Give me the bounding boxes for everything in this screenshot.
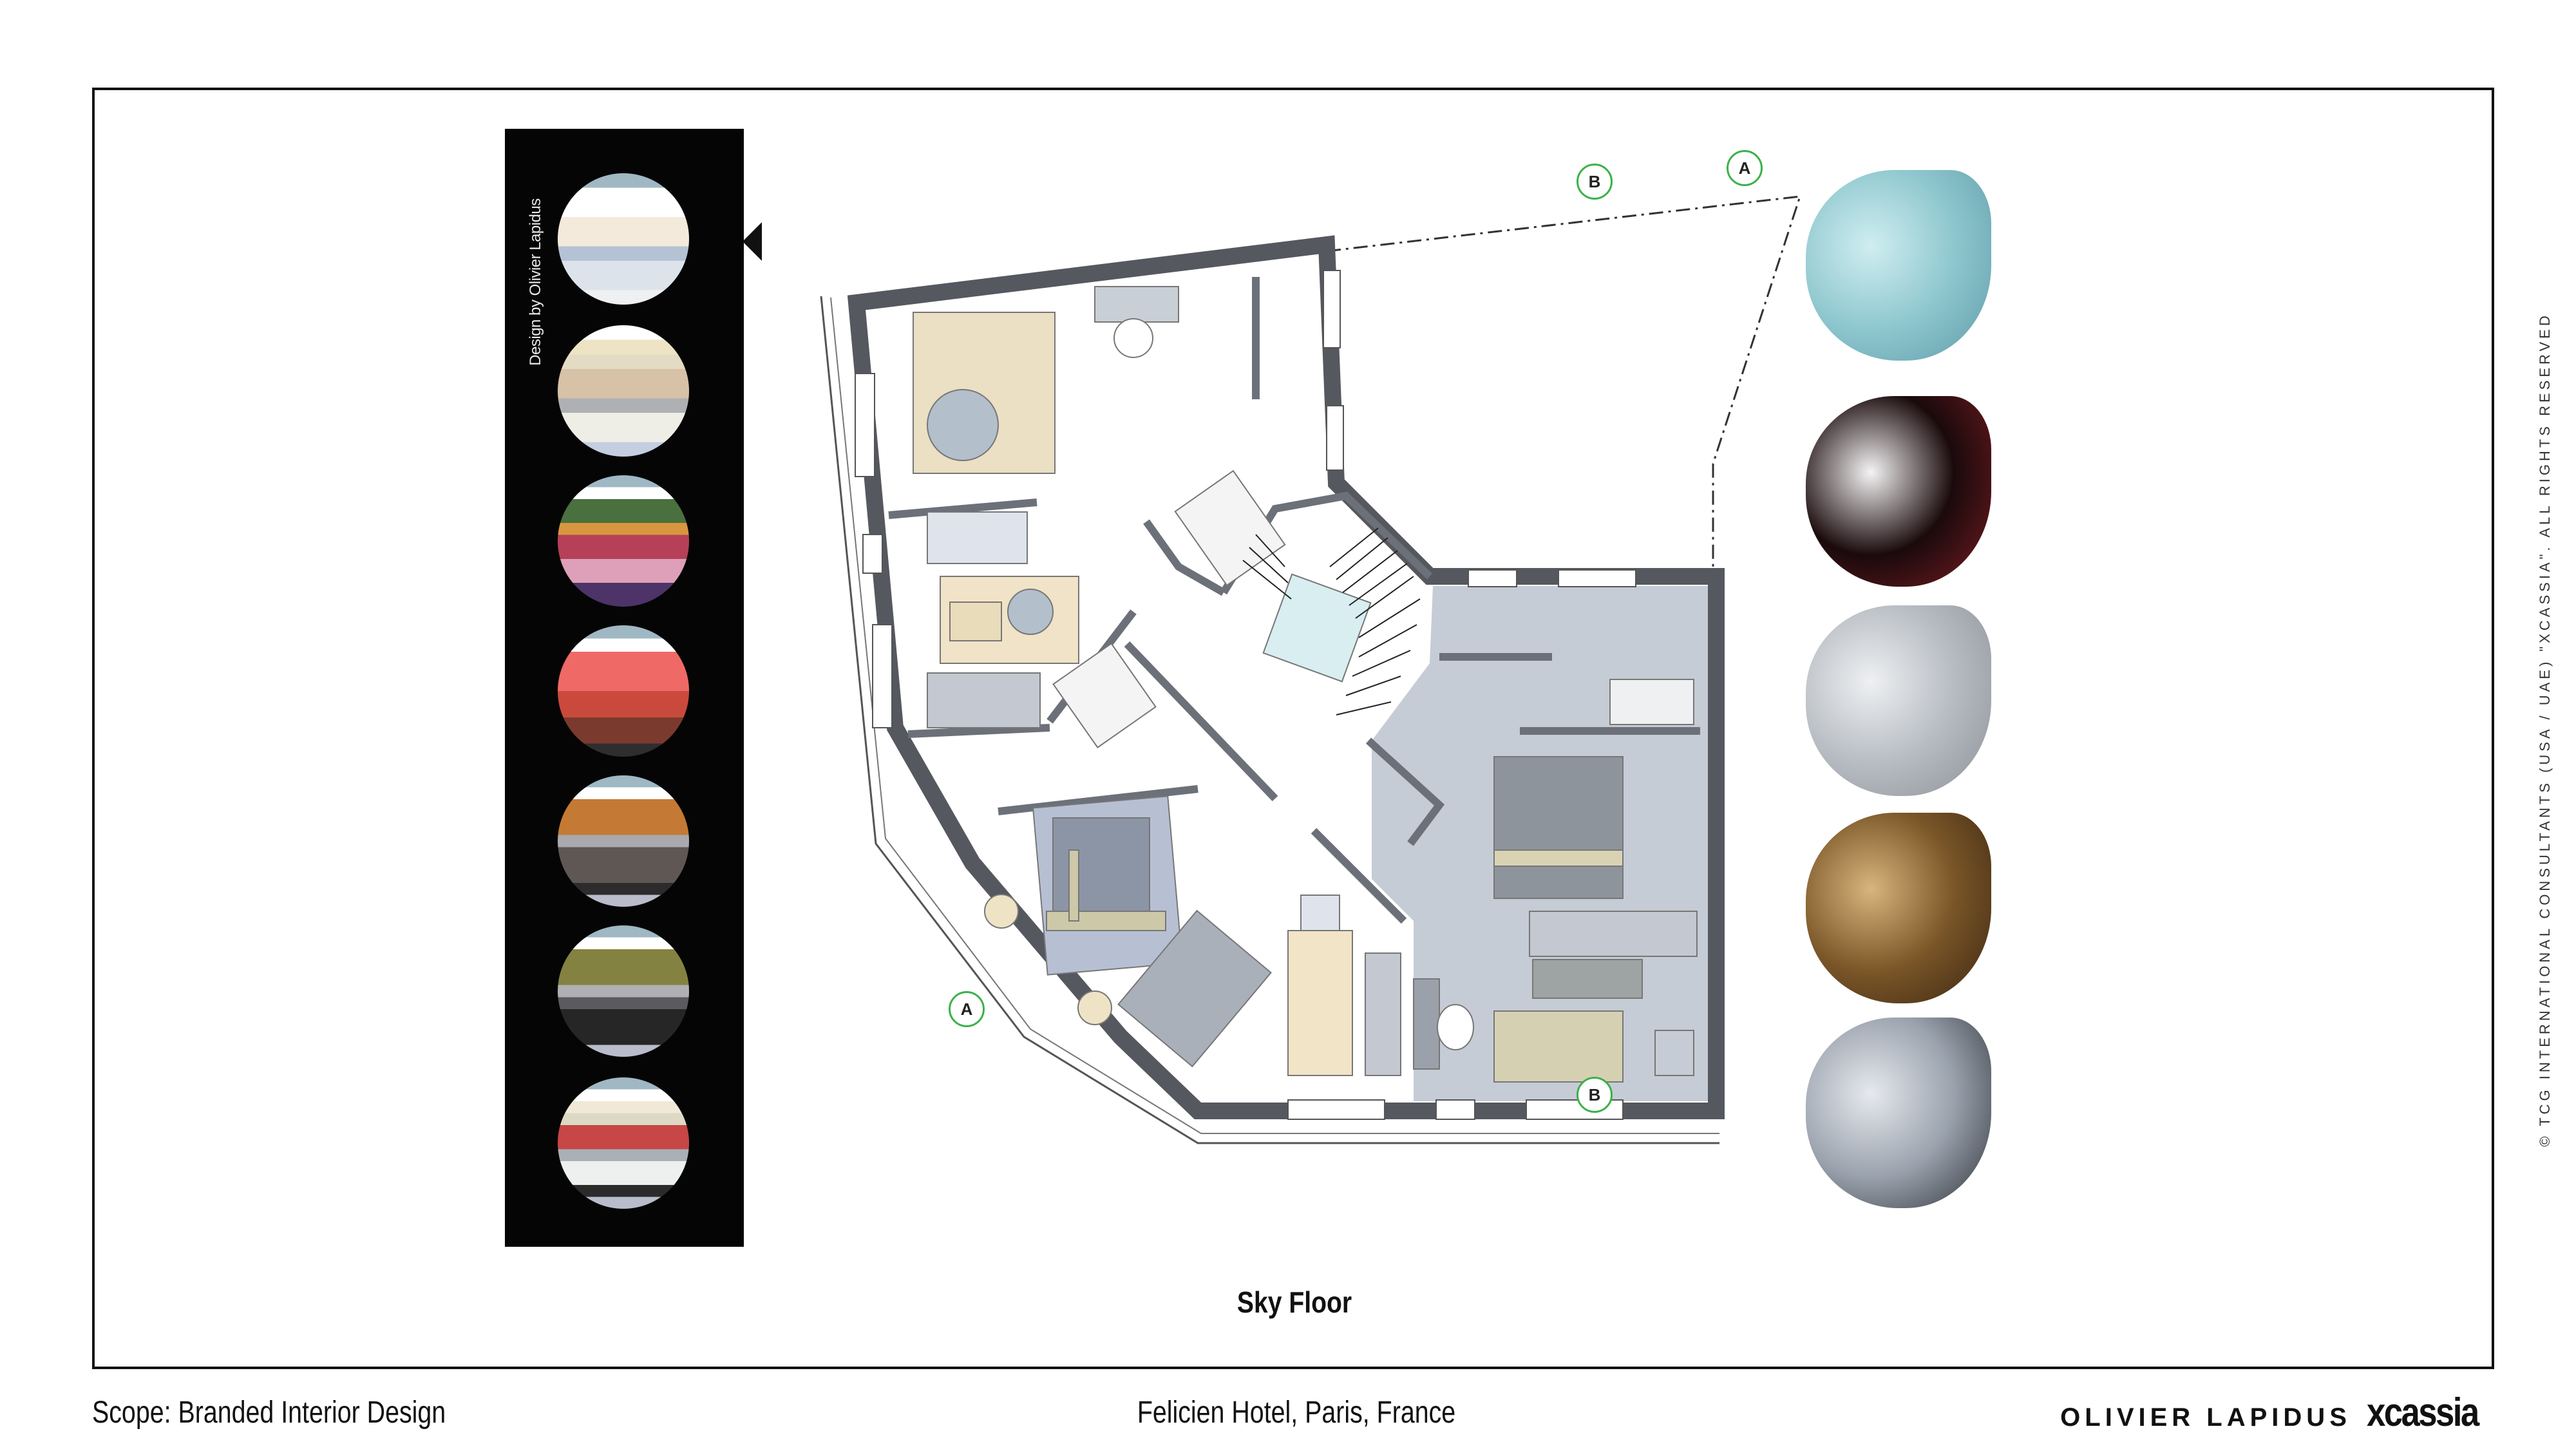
color-swatch-1 [558,173,689,305]
project-text: Felicien Hotel, Paris, France [1137,1396,1456,1430]
section-mark-b-bottom: B [1577,1077,1613,1113]
section-mark-b-top: B [1577,164,1613,200]
brand-xcassia: xcassia [2366,1390,2479,1435]
brand-logo: OLIVIER LAPIDUS xcassia [2060,1390,2497,1435]
balcony-outline [820,296,1719,1144]
photo-grey-interior [1806,1018,1991,1208]
color-swatch-5 [558,775,689,907]
copyright-notice: © TCG INTERNATIONAL CONSULTANTS (USA / U… [2537,312,2553,1147]
site-boundary [1326,195,1802,573]
color-swatch-6 [558,925,689,1057]
plan-caption: Sky Floor [1236,1285,1352,1319]
photo-tufted-leather [1806,813,1991,1003]
color-swatch-3 [558,475,689,607]
photo-red-black-sculpture [1806,396,1991,587]
section-mark-a-top: A [1727,150,1763,186]
color-swatch-2 [558,325,689,457]
section-mark-a-bottom: A [949,991,985,1027]
slide-frame [92,88,2494,1369]
color-swatch-4 [558,625,689,757]
exterior-walls [847,235,1725,1119]
color-swatch-7 [558,1077,689,1209]
pointer-triangle-icon [743,222,762,261]
brand-olivier-lapidus: OLIVIER LAPIDUS [2060,1403,2351,1432]
scope-text: Scope: Branded Interior Design [92,1396,446,1430]
photo-aqua-texture [1806,170,1991,361]
photo-white-bookshelf [1806,605,1991,796]
